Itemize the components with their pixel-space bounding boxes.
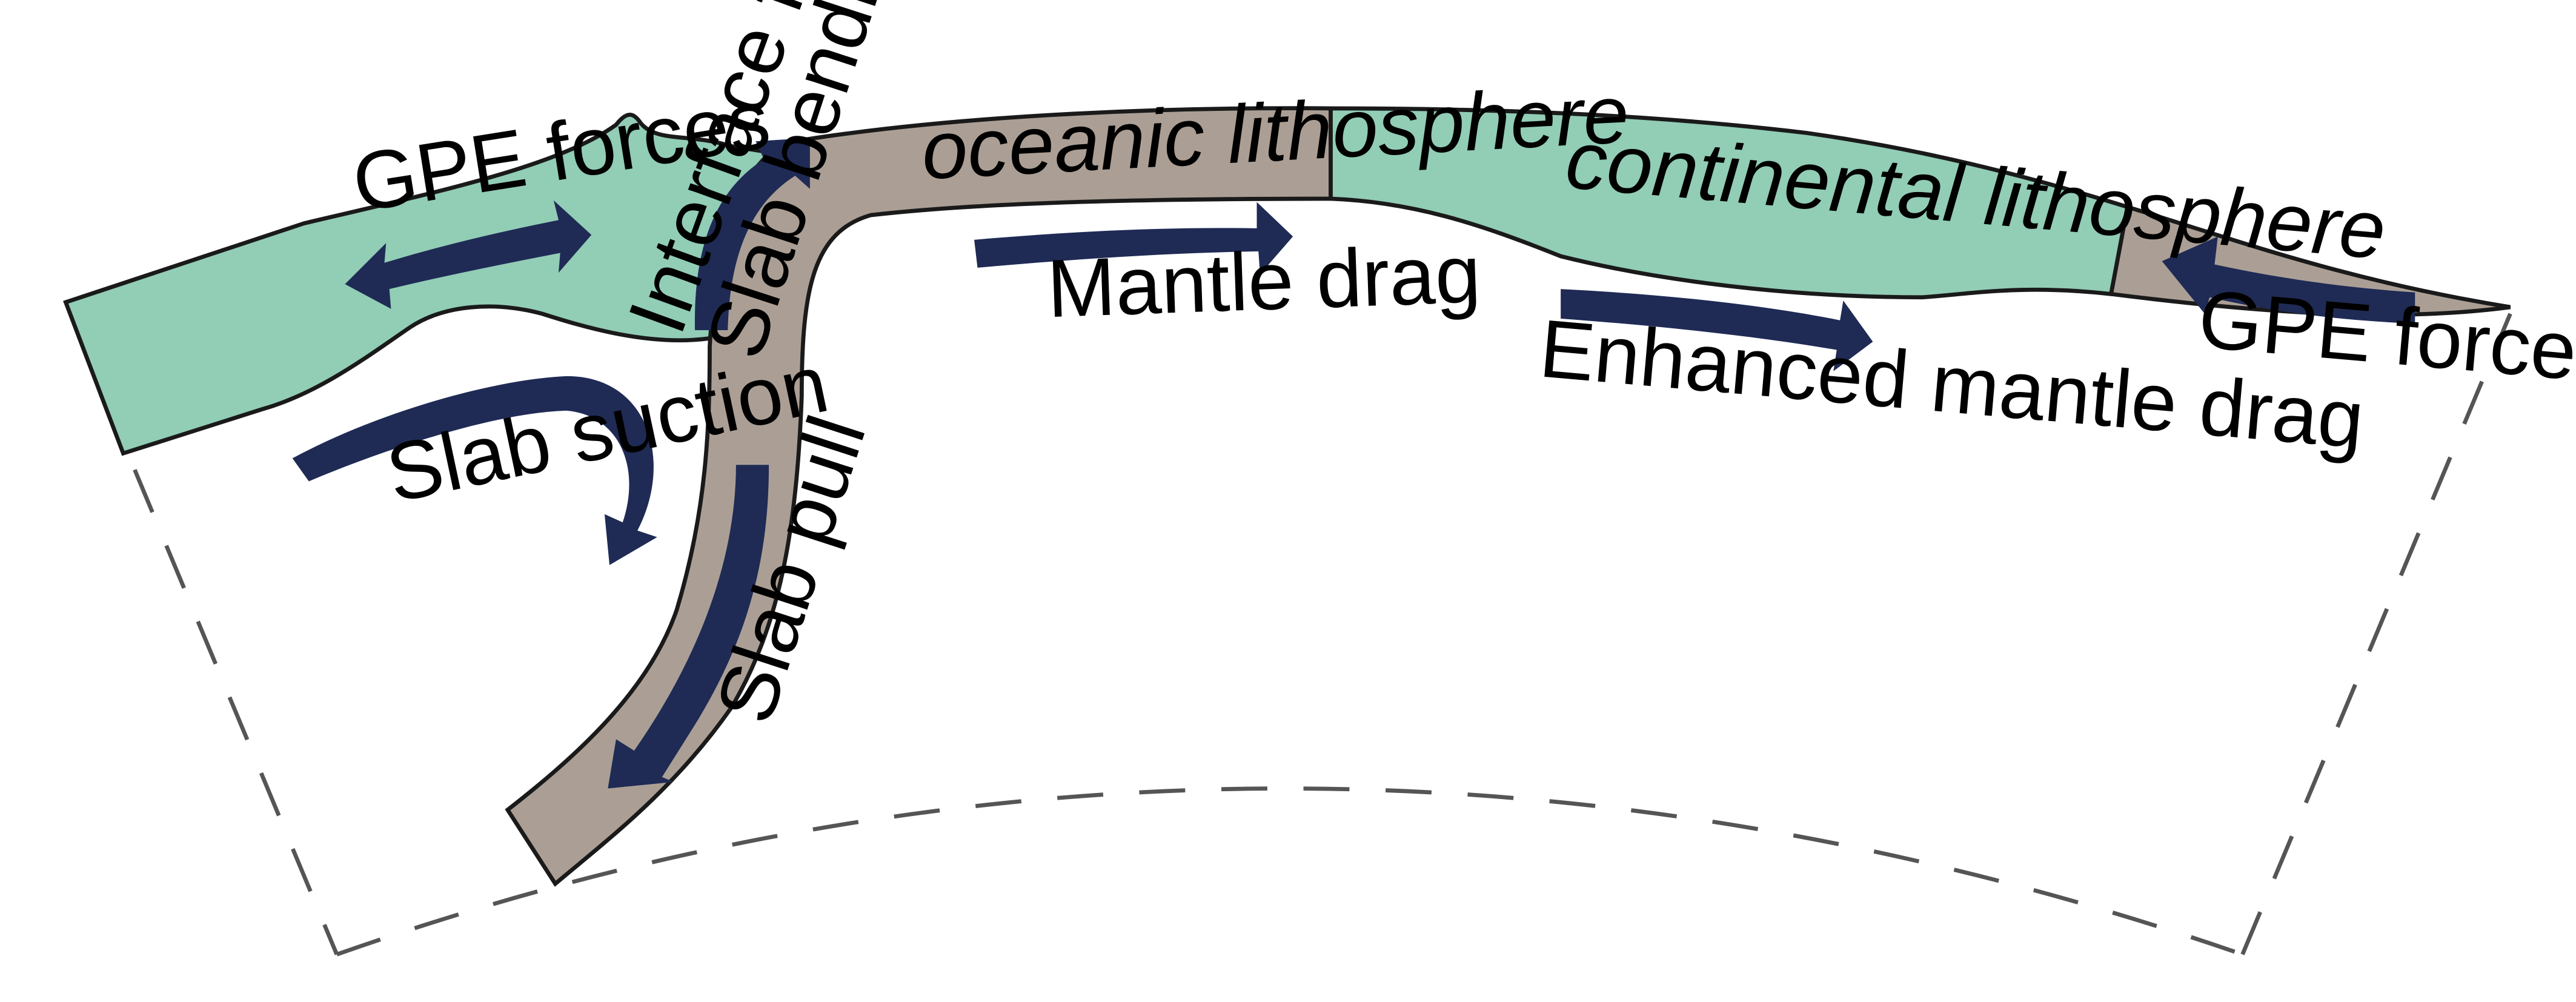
enhanced-mantle-drag-arrow: [1561, 289, 1873, 371]
slab-suction-arrow: [292, 376, 657, 565]
overriding-continental-plate: [63, 113, 775, 456]
domain-left-edge: [133, 469, 339, 955]
gpe-forces-left-arrow: [345, 200, 592, 309]
mantle-drag-arrow: [974, 202, 1293, 274]
continental-lithosphere-plate: [1329, 106, 2130, 300]
mantle-drag-label: Mantle drag: [1046, 227, 1482, 334]
model-domain-boundary: [133, 313, 2512, 957]
slab-bending-arrow: [694, 138, 810, 330]
gpe-forces-right-arrow: [2162, 236, 2415, 324]
slab-pull-arrow: [608, 465, 769, 789]
domain-right-edge: [2240, 313, 2512, 955]
